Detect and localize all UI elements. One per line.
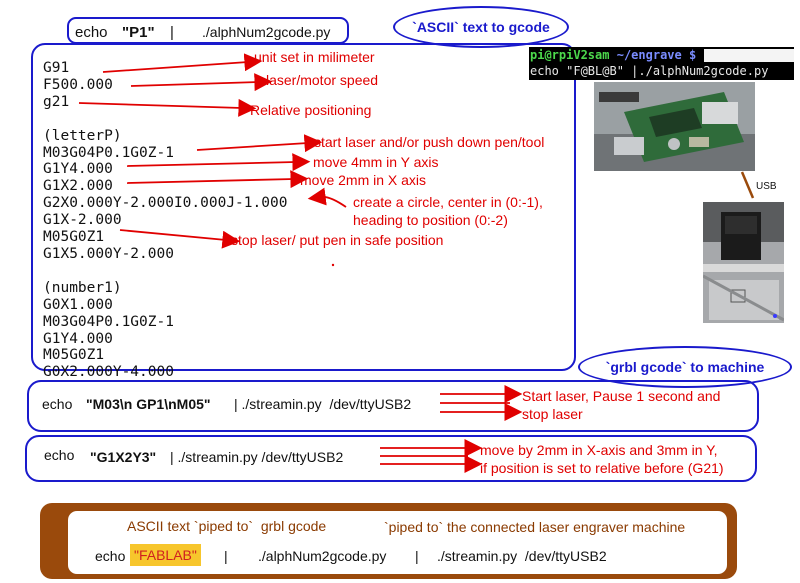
arrow-speed: [130, 73, 273, 92]
raspberry-pi-image: [594, 82, 755, 171]
bottom-label-left: ASCII text `piped to` grbl gcode: [127, 518, 327, 534]
gcode-line: (number1): [43, 279, 122, 296]
gcode-line: G1Y4.000: [43, 330, 113, 347]
arrow-relative: [78, 98, 257, 117]
cmd2-rest: | ./streamin.py /dev/ttyUSB2: [234, 396, 412, 412]
bottom-script-2: ./streamin.py /dev/ttyUSB2: [437, 548, 607, 564]
annotation-relative: Relative positioning: [250, 102, 372, 118]
gcode-line: G1X5.000Y-2.000: [43, 245, 174, 262]
annotation-units: unit set in milimeter: [254, 49, 375, 65]
grbl-to-machine-title: `grbl gcode` to machine: [605, 359, 765, 375]
gcode-line: G1Y4.000: [43, 161, 113, 178]
raspberry-pi-photo: [594, 82, 755, 171]
gcode-line: M03G04P0.1G0Z-1: [43, 144, 174, 161]
gcode-line: G0X1.000: [43, 296, 113, 313]
cmd2-note-1: Start laser, Pause 1 second and: [522, 388, 721, 404]
laser-engraver-image: [703, 202, 784, 323]
bottom-pipe-1: |: [224, 548, 228, 564]
grbl-to-machine-ellipse: `grbl gcode` to machine: [578, 346, 792, 388]
laser-engraver-photo: [703, 202, 784, 323]
gcode-line: G0X2.000Y-4.000: [43, 364, 174, 381]
annotation-move-x: move 2mm in X axis: [300, 172, 427, 188]
arrow-move-y: [126, 153, 311, 172]
gcode-line: G1X-2.000: [43, 212, 122, 229]
cmd3-note-2: if position is set to relative before (G…: [480, 460, 724, 476]
gcode-line: G1X2.000: [43, 178, 113, 195]
terminal-prompt-line: pi@rpiV2sam ~/engrave $: [530, 48, 696, 62]
cmd2-arg: "M03\n GP1\nM05": [86, 396, 211, 412]
gcode-line: M03G04P0.1G0Z-1: [43, 313, 174, 330]
usb-cable-line: [740, 171, 755, 199]
ascii-to-gcode-ellipse: `ASCII` text to gcode: [393, 6, 569, 48]
gcode-line: G2X0.000Y-2.000I0.000J-1.000: [43, 195, 288, 212]
terminal-selection: [704, 49, 794, 62]
terminal-prompt: $: [688, 48, 697, 62]
bottom-echo: echo: [95, 548, 126, 564]
command-box-laser-pause: [27, 380, 759, 432]
annotation-circle-2: heading to position (0:-2): [353, 212, 508, 228]
ascii-to-gcode-title: `ASCII` text to gcode: [412, 19, 550, 35]
arrow-move-x: [126, 170, 309, 189]
annotation-circle-1: create a circle, center in (0:-1),: [353, 194, 543, 210]
stray-dot: [331, 263, 335, 267]
usb-label: USB: [756, 181, 777, 192]
cmd2-note-2: stop laser: [522, 406, 583, 422]
arrow-start-laser: [196, 134, 323, 153]
terminal-command: echo "F@BL@B" |./alphNum2gcode.py: [530, 64, 769, 78]
bottom-label-right: `piped to` the connected laser engraver …: [384, 519, 686, 535]
annotation-stop-laser: stop laser/ put pen in safe position: [231, 232, 444, 248]
gcode-line: F500.000: [43, 76, 113, 93]
cmd3-echo: echo: [44, 447, 75, 463]
arrow-circle: [307, 187, 347, 208]
gcode-line: (letterP): [43, 127, 122, 144]
arrow-units: [102, 53, 263, 73]
bottom-pipe-2: |: [415, 548, 419, 564]
arrow-stop-laser: [119, 229, 241, 249]
top-echo: echo: [75, 24, 108, 41]
gcode-line: M05G0Z1: [43, 229, 105, 246]
command-box-move: [25, 435, 757, 482]
gcode-box: [31, 43, 576, 371]
top-arg: "P1": [122, 24, 155, 41]
bottom-script-1: ./alphNum2gcode.py: [258, 548, 387, 564]
gcode-line: G91: [43, 60, 70, 76]
annotation-start-laser: start laser and/or push down pen/tool: [314, 134, 545, 150]
gcode-line: g21: [43, 93, 70, 110]
cmd3-arg: "G1X2Y3": [90, 449, 157, 465]
terminal-window: pi@rpiV2sam ~/engrave $ echo "F@BL@B" |.…: [529, 47, 794, 80]
cmd3-note-1: move by 2mm in X-axis and 3mm in Y,: [480, 442, 718, 458]
annotation-speed: laser/motor speed: [266, 72, 379, 88]
cmd2-echo: echo: [42, 396, 73, 412]
terminal-user-host: pi@rpiV2sam: [530, 48, 610, 62]
top-script: ./alphNum2gcode.py: [202, 24, 331, 40]
gcode-line: M05G0Z1: [43, 347, 105, 364]
terminal-path: ~/engrave: [616, 48, 682, 62]
bottom-arg: "FABLAB": [130, 544, 201, 566]
top-pipe: |: [170, 24, 174, 41]
annotation-move-y: move 4mm in Y axis: [313, 154, 439, 170]
cmd3-rest: | ./streamin.py /dev/ttyUSB2: [170, 449, 344, 465]
